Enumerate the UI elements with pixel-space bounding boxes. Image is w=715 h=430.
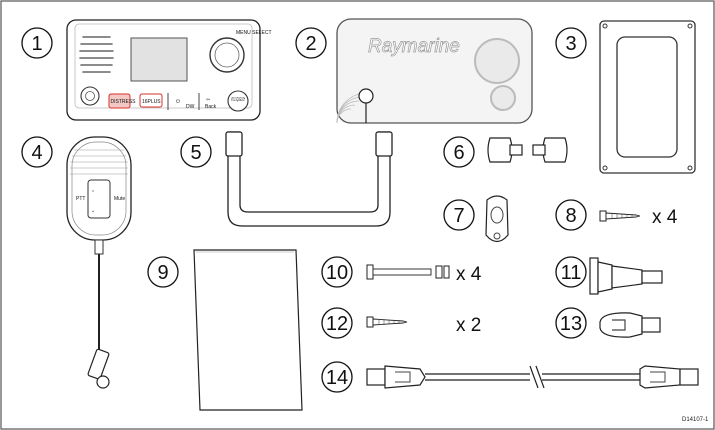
callout-2: 2 [295, 27, 327, 59]
distress-key-label: DISTRESS [111, 99, 137, 105]
documentation-pack [193, 249, 303, 411]
svg-text:7: 7 [453, 205, 464, 227]
callout-1: 1 [21, 27, 53, 59]
callout-10: 10 [321, 256, 353, 288]
handset-grip-texture [70, 149, 128, 175]
menu-select-label: MENU SELECT [236, 30, 272, 36]
callout-5: 5 [180, 136, 212, 168]
up-arrow-icon: ⌃ [91, 190, 95, 196]
cable-boot [589, 257, 663, 295]
svg-text:6: 6 [453, 142, 464, 164]
radio-unit: MENU SELECT DISTRESS 16PLUS ⏻ DW ⇦ Back … [66, 19, 272, 121]
svg-text:11: 11 [561, 262, 582, 284]
handset-microphone: ⌃ ⌄ PTT Mute [66, 136, 132, 389]
ptt-label: PTT [76, 196, 85, 202]
callout-9: 9 [147, 256, 179, 288]
bracket-knobs [487, 137, 568, 163]
quantity-item-8: x 4 [652, 207, 678, 228]
quantity-item-10: x 4 [456, 264, 482, 285]
svg-text:9: 9 [157, 262, 168, 284]
callout-12: 12 [321, 307, 353, 339]
figure-reference: D14107-1 [682, 417, 709, 423]
distress-key [108, 93, 131, 109]
extension-cable [366, 365, 699, 389]
connector-cap [599, 312, 661, 338]
svg-text:13: 13 [560, 313, 582, 335]
back-arrow-icon: ⇦ [206, 97, 210, 103]
panel-bolts [366, 264, 450, 280]
radio-display-screen [130, 37, 188, 82]
callout-11: 11 [555, 256, 587, 288]
power-icon: ⏻ [176, 99, 180, 105]
mounting-gasket [599, 20, 696, 174]
svg-text:2: 2 [305, 33, 316, 55]
volume-knob-label: VOL SQUELCH [231, 97, 245, 103]
dw-key-label: DW [186, 104, 195, 110]
callout-6: 6 [443, 136, 475, 168]
cable-hole [358, 88, 374, 104]
speaker-grille [79, 36, 114, 73]
svg-text:5: 5 [190, 142, 201, 164]
svg-text:10: 10 [326, 262, 348, 284]
svg-text:1: 1 [31, 33, 42, 55]
svg-text:4: 4 [31, 142, 42, 164]
callout-14: 14 [321, 361, 353, 393]
down-arrow-icon: ⌄ [91, 208, 95, 214]
svg-text:12: 12 [326, 313, 348, 335]
quantity-item-12: x 2 [456, 315, 481, 336]
svg-text:14: 14 [326, 367, 348, 389]
mute-label: Mute [114, 196, 125, 202]
brand-logo-text: Raymarine [368, 36, 460, 57]
callout-4: 4 [21, 136, 53, 168]
callout-13: 13 [555, 307, 587, 339]
rear-cover: Raymarine [336, 18, 533, 124]
back-key-label: Back [205, 104, 217, 110]
16plus-key-label: 16PLUS [142, 99, 161, 105]
bracket-screw [366, 316, 408, 328]
callout-3: 3 [555, 27, 587, 59]
mounting-bracket [225, 131, 393, 227]
callout-8: 8 [555, 199, 587, 231]
handset-clip [485, 195, 509, 243]
svg-text:8: 8 [565, 205, 576, 227]
callout-7: 7 [443, 199, 475, 231]
16plus-key [139, 93, 163, 108]
clip-screw [599, 210, 641, 222]
volume-knob [227, 90, 249, 112]
item-number-callouts: 1 2 3 4 5 6 7 8 9 10 11 12 13 14 [21, 27, 587, 393]
svg-text:3: 3 [565, 33, 576, 55]
